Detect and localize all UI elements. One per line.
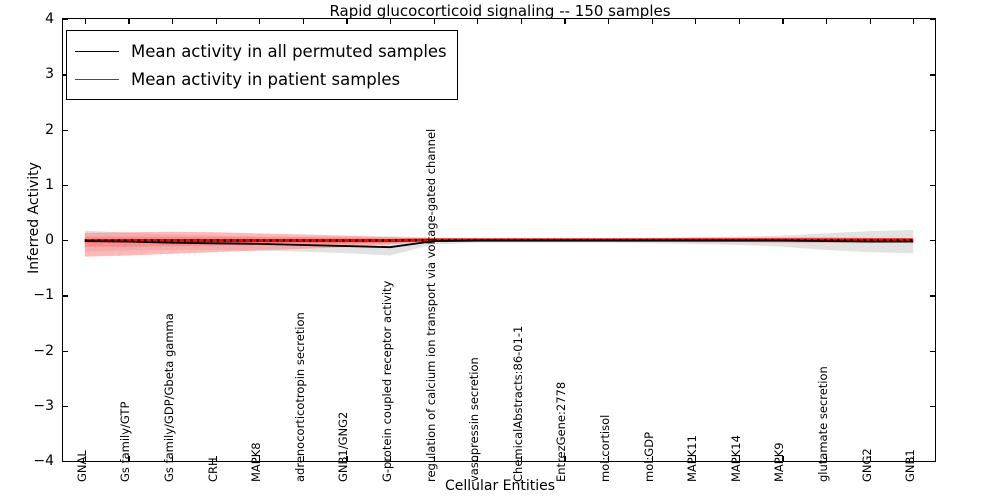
x-tick-label: Gs family/GDP/Gbeta gamma: [162, 313, 176, 482]
x-tick-label: GNG2: [859, 448, 874, 482]
y-axis-tick-labels: 4 3 2 1 0 −1 −2 −3 −4: [0, 11, 62, 469]
legend-label-patient: Mean activity in patient samples: [131, 69, 401, 89]
x-tick-label: mol:cortisol: [598, 414, 612, 482]
x-tick-label: regulation of calcium ion transport via …: [423, 128, 438, 482]
legend-label-permuted: Mean activity in all permuted samples: [131, 41, 447, 61]
legend-swatch-patient: [75, 78, 119, 80]
x-tick-label: EntrezGene:2778: [554, 381, 569, 482]
y-tick-label: 3: [45, 66, 54, 83]
x-tick-label: GNB1/GNG2: [336, 411, 351, 482]
y-tick-label: 0: [45, 232, 54, 248]
x-tick-label: ChemicalAbstracts:86-01-1: [510, 325, 525, 482]
plot-area: [62, 18, 936, 462]
x-tick-label: Gs family/GTP: [118, 401, 133, 482]
x-tick-label: MAPK8: [249, 442, 264, 482]
x-tick-label: MAPK9: [772, 442, 787, 482]
y-tick-label: −2: [33, 342, 54, 359]
x-tick-label: vasopressin secretion: [467, 357, 482, 482]
x-tick-label: G-protein coupled receptor activity: [380, 280, 394, 482]
y-tick-label: 1: [45, 176, 54, 193]
legend-item-patient: Mean activity in patient samples: [75, 65, 447, 93]
plot-clip: [63, 19, 935, 461]
x-tick-label: glutamate secretion: [816, 366, 830, 482]
y-tick-label: 4: [45, 11, 54, 27]
x-tick-label: MAPK14: [728, 435, 743, 482]
permuted-mean-line: [84, 239, 914, 249]
x-tick-label: MAPK11: [685, 435, 700, 482]
legend: Mean activity in all permuted samples Me…: [66, 30, 458, 100]
y-tick-label: −4: [33, 453, 54, 469]
x-axis-label: Cellular Entities: [444, 478, 556, 494]
y-tick-label: 2: [45, 121, 54, 138]
x-tick-label: mol:GDP: [641, 431, 656, 482]
y-tick-label: −3: [33, 397, 54, 414]
y-tick-label: −1: [33, 287, 54, 304]
legend-item-permuted: Mean activity in all permuted samples: [75, 37, 447, 65]
plot-svg: [84, 230, 914, 257]
legend-swatch-permuted: [75, 50, 119, 52]
chart-title: Rapid glucocorticoid signaling -- 150 sa…: [329, 2, 671, 20]
x-tick-label: adrenocorticotropin secretion: [292, 312, 307, 482]
